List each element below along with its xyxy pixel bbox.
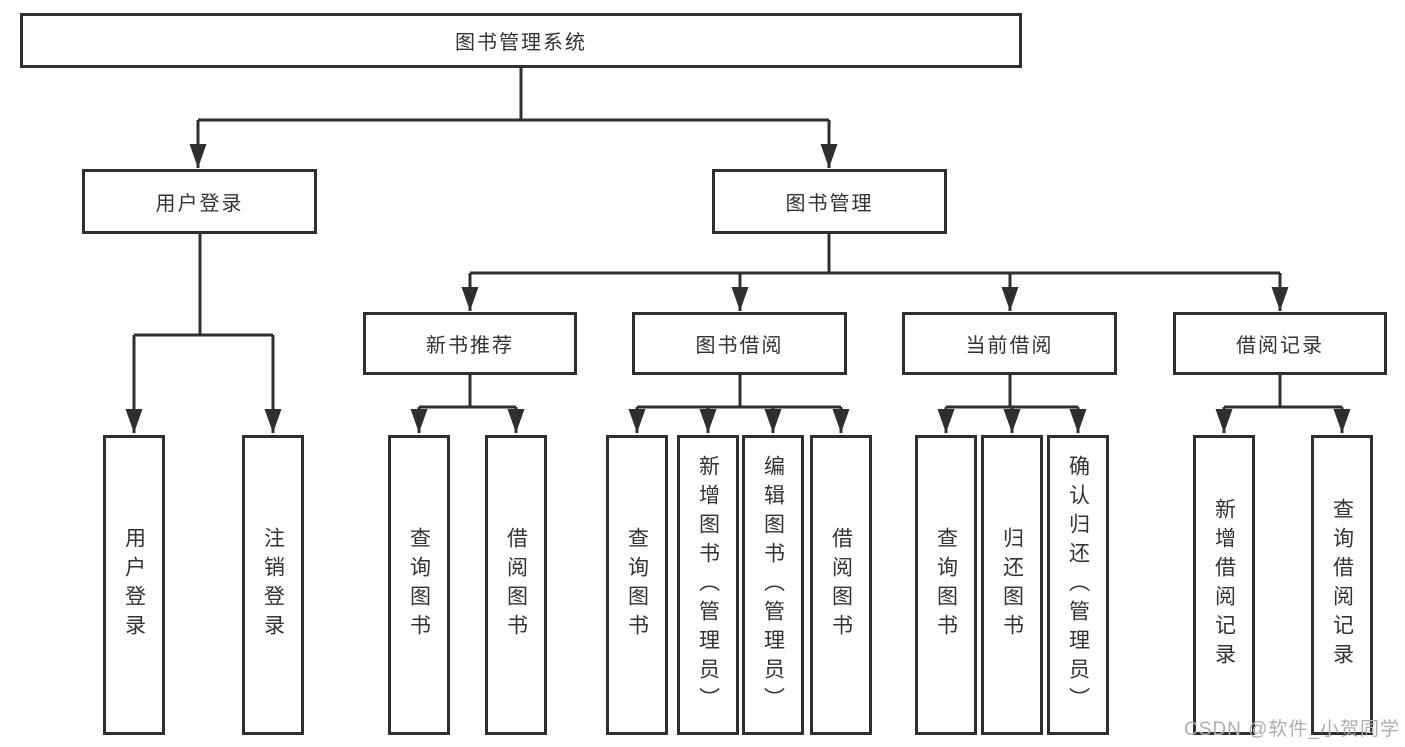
leaf-newbook-borrow-books-label: 借阅图书 [504,527,528,643]
leaf-current-return-books: 归还图书 [981,435,1043,735]
csdn-watermark: CSDN @软件_小贺同学 [1184,719,1400,740]
leaf-borrow-borrow-books: 借阅图书 [810,435,872,735]
node-new-book-recommend-label: 新书推荐 [426,335,514,357]
node-root-system: 图书管理系统 [20,13,1022,68]
leaf-current-query-books-label: 查询图书 [934,527,958,643]
leaf-current-confirm-return-admin-label: 确认归还（管理员） [1066,454,1090,716]
leaf-records-query-record-label: 查询借阅记录 [1330,498,1354,672]
node-book-management-label: 图书管理 [785,193,874,215]
leaf-user-login: 用户登录 [103,435,165,735]
node-user-login: 用户登录 [82,169,317,234]
node-current-borrow-label: 当前借阅 [965,335,1054,357]
leaf-records-add-record: 新增借阅记录 [1193,435,1255,735]
leaf-borrow-add-books-admin-label: 新增图书（管理员） [696,454,720,716]
node-book-management: 图书管理 [712,169,947,234]
leaf-borrow-edit-books-admin-label: 编辑图书（管理员） [761,454,785,716]
leaf-newbook-query-books: 查询图书 [388,435,450,735]
leaf-records-query-record: 查询借阅记录 [1311,435,1373,735]
node-book-borrow: 图书借阅 [632,312,847,375]
node-borrow-records-label: 借阅记录 [1236,335,1324,357]
leaf-newbook-borrow-books: 借阅图书 [485,435,547,735]
leaf-user-login-label: 用户登录 [122,527,146,643]
leaf-borrow-borrow-books-label: 借阅图书 [829,527,853,643]
node-current-borrow: 当前借阅 [902,312,1117,375]
leaf-borrow-query-books: 查询图书 [606,435,668,735]
node-user-login-label: 用户登录 [155,193,244,215]
leaf-records-add-record-label: 新增借阅记录 [1212,498,1236,672]
leaf-borrow-query-books-label: 查询图书 [625,527,649,643]
node-new-book-recommend: 新书推荐 [363,312,577,375]
node-borrow-records: 借阅记录 [1173,312,1387,375]
leaf-current-query-books: 查询图书 [915,435,977,735]
leaf-current-return-books-label: 归还图书 [1000,527,1024,643]
leaf-logout-label: 注销登录 [261,527,285,643]
leaf-current-confirm-return-admin: 确认归还（管理员） [1047,435,1109,735]
leaf-logout: 注销登录 [242,435,304,735]
leaf-borrow-add-books-admin: 新增图书（管理员） [677,435,739,735]
leaf-newbook-query-books-label: 查询图书 [407,527,431,643]
leaf-borrow-edit-books-admin: 编辑图书（管理员） [742,435,804,735]
node-book-borrow-label: 图书借阅 [695,335,784,357]
node-root-label: 图书管理系统 [455,32,587,54]
